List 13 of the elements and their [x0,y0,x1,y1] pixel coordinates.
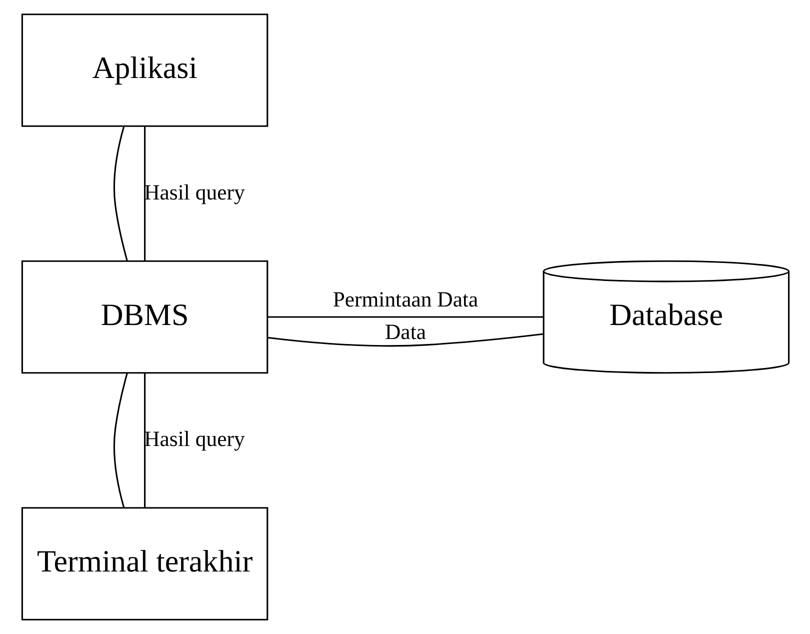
connector [144,126,146,261]
connector [267,333,544,347]
node-box: Terminal terakhir [20,507,268,620]
node-box: DBMS [20,260,268,374]
edge-label: Hasil query [144,180,244,204]
connector [112,126,128,262]
node-box: Aplikasi [20,14,268,127]
edge-label: Data [384,320,426,344]
connector [112,372,128,508]
edge-label: Hasil query [144,427,244,452]
connector [267,316,543,318]
edge-label: Permintaan Data [332,287,478,312]
connector [144,373,146,508]
